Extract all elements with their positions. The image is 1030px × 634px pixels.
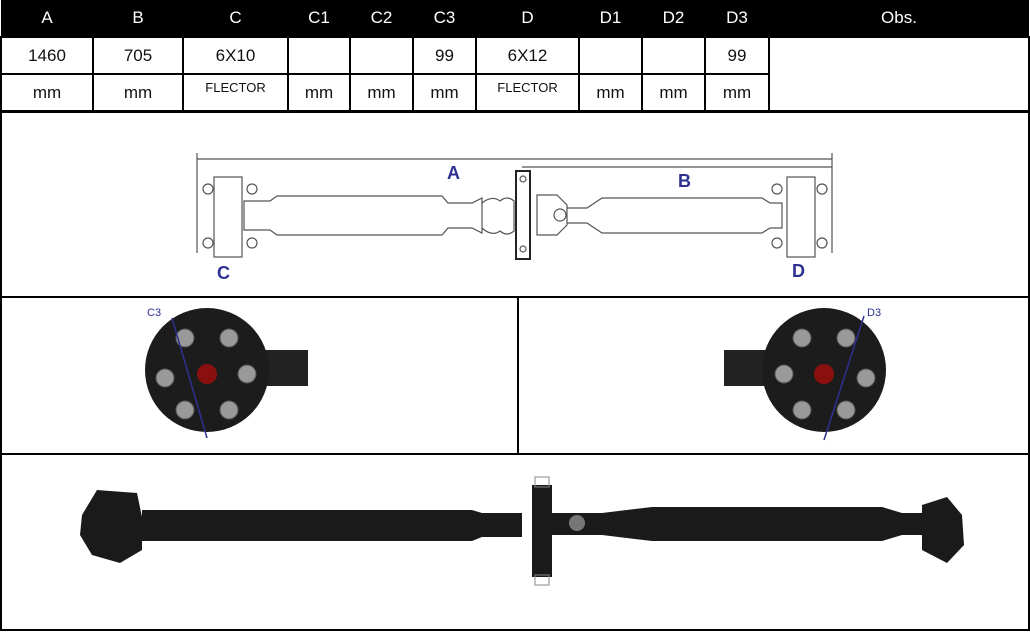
photo-section [0, 453, 1030, 631]
header-d3: D3 [705, 0, 769, 37]
spec-table: A B C C1 C2 C3 D D1 D2 D3 Obs. 1460 705 … [0, 0, 1030, 112]
flange-c-section: C3 [0, 296, 519, 455]
unit-c: FLECTOR [182, 73, 289, 112]
value-obs [768, 36, 1030, 112]
diagram-section: A B C D [0, 111, 1030, 298]
unit-d3: mm [704, 73, 770, 112]
label-d: D [792, 261, 805, 281]
header-c3: C3 [413, 0, 476, 37]
header-c: C [183, 0, 288, 37]
unit-d2: mm [641, 73, 706, 112]
unit-c1: mm [287, 73, 351, 112]
label-d3: D3 [867, 307, 881, 319]
header-d1: D1 [579, 0, 642, 37]
header-obs: Obs. [769, 0, 1029, 37]
unit-d1: mm [578, 73, 643, 112]
label-b: B [678, 171, 691, 191]
driveshaft-diagram: A B C D [196, 153, 833, 283]
unit-a: mm [0, 73, 94, 112]
value-d3: 99 [704, 36, 770, 75]
value-c2 [349, 36, 414, 75]
header-c2: C2 [350, 0, 413, 37]
label-c: C [217, 263, 230, 283]
value-d: 6X12 [475, 36, 580, 75]
flector-d-image: D3 [724, 307, 886, 441]
label-c3: C3 [147, 307, 161, 319]
unit-c2: mm [349, 73, 414, 112]
header-row: A B C C1 C2 C3 D D1 D2 D3 Obs. [1, 0, 1029, 37]
value-c: 6X10 [182, 36, 289, 75]
header-d2: D2 [642, 0, 705, 37]
units-row: mm mm FLECTOR mm mm mm FLECTOR mm mm mm [0, 73, 1029, 112]
unit-d: FLECTOR [475, 73, 580, 112]
value-c3: 99 [412, 36, 477, 75]
label-a: A [447, 163, 460, 183]
value-c1 [287, 36, 351, 75]
header-a: A [1, 0, 93, 37]
header-b: B [93, 0, 183, 37]
unit-c3: mm [412, 73, 477, 112]
header-d: D [476, 0, 579, 37]
flector-c-image: C3 [145, 307, 308, 439]
value-d1 [578, 36, 643, 75]
driveshaft-photo [80, 476, 964, 586]
value-b: 705 [92, 36, 184, 75]
unit-b: mm [92, 73, 184, 112]
header-c1: C1 [288, 0, 350, 37]
value-d2 [641, 36, 706, 75]
values-row: 1460 705 6X10 99 6X12 99 [0, 36, 1030, 112]
flange-d-section: D3 [517, 296, 1030, 455]
value-a: 1460 [0, 36, 94, 75]
